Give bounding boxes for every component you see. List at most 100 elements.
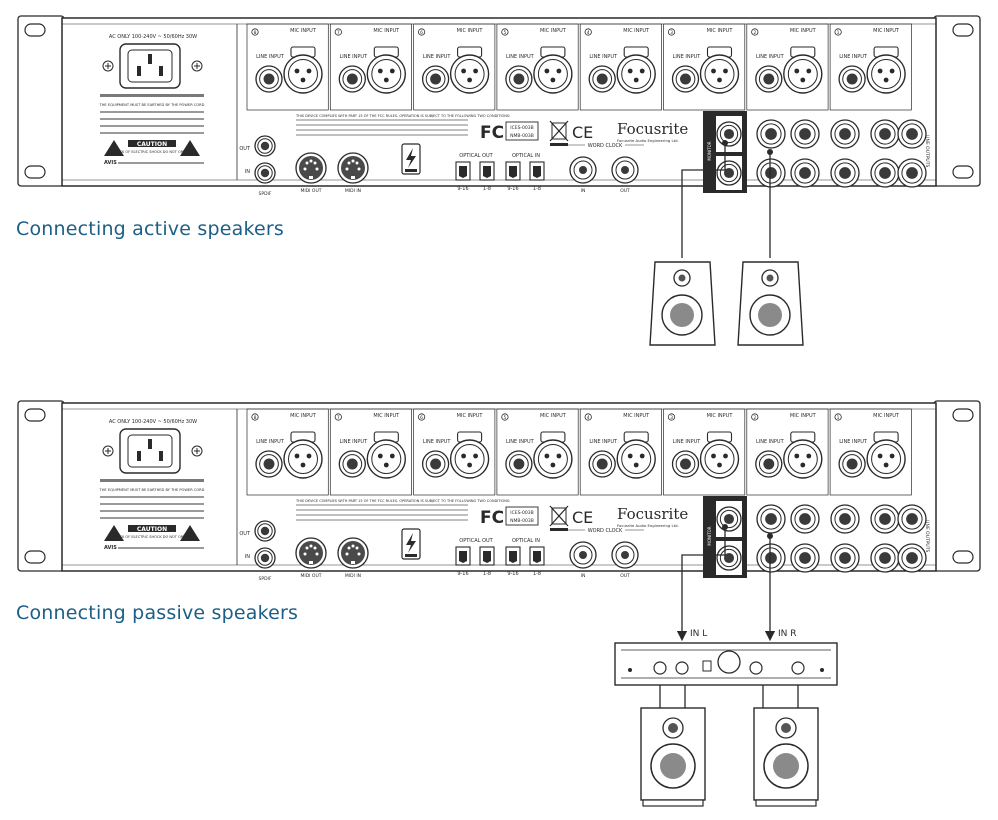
mic-input-label-4: MIC INPUT bbox=[540, 413, 567, 419]
ices-text: ICES-003B bbox=[510, 125, 533, 131]
optical-out-9-16-label: 9-16 bbox=[457, 186, 468, 192]
midi-in-port-key bbox=[351, 561, 355, 564]
thunderbolt-slot bbox=[405, 169, 417, 172]
midi-out-port-pin1 bbox=[315, 552, 319, 556]
midi-out-port-body bbox=[299, 541, 323, 565]
midi-in-port-pin1 bbox=[357, 167, 361, 171]
channel-number-badge-3 bbox=[417, 28, 426, 36]
mic-input-xlr-2-pin2 bbox=[389, 453, 395, 459]
channel-number-badge-3 bbox=[417, 413, 426, 421]
ac-rating-text: AC ONLY 100-240V ~ 50/60Hz 30W bbox=[109, 419, 197, 425]
midi-in-port-pin4 bbox=[351, 544, 355, 548]
mic-input-xlr-6-pin2 bbox=[723, 68, 728, 74]
optical-in-9-16-label: 9-16 bbox=[507, 571, 518, 577]
optical-in-9-16-inner bbox=[509, 166, 517, 178]
mic-input-xlr-7-inner bbox=[787, 444, 818, 474]
midi-out-label: MIDI OUT bbox=[300, 573, 321, 579]
line-outputs-label: LINE OUTPUTS bbox=[924, 520, 930, 553]
iec-pin-n bbox=[159, 451, 163, 461]
nmb-text: NMB-003B bbox=[510, 518, 534, 524]
midi-out-port-pin3 bbox=[313, 546, 317, 550]
line-output-top-4-hole bbox=[879, 128, 891, 140]
weee-bar bbox=[550, 528, 568, 531]
channel-number-badge-6 bbox=[667, 28, 676, 36]
midi-in-port-pin3 bbox=[355, 546, 359, 550]
rack-ear-right bbox=[933, 15, 981, 187]
rack-ear-left bbox=[17, 400, 65, 572]
mic-input-xlr-5-inner bbox=[621, 444, 652, 474]
midi-in-label: MIDI IN bbox=[345, 573, 361, 579]
focusrite-sub-text: Focusrite Audio Engineering Ltd. bbox=[617, 523, 679, 528]
rack-ear-right bbox=[933, 400, 981, 572]
spdif-in-jack-hole bbox=[260, 553, 270, 563]
mic-input-xlr-6-inner bbox=[704, 59, 735, 89]
spdif-out-jack-hole bbox=[260, 141, 270, 151]
mic-input-xlr-2-pin2 bbox=[389, 68, 395, 74]
focusrite-logo: Focusrite bbox=[617, 120, 688, 138]
line-output-top-1-hole bbox=[765, 513, 777, 525]
mic-input-label-8: MIC INPUT bbox=[873, 413, 900, 419]
fcc-text: THIS DEVICE COMPLIES WITH PART 15 OF THE… bbox=[295, 114, 510, 118]
line-input-jack-4-hole bbox=[513, 458, 525, 470]
mic-input-label-1: MIC INPUT bbox=[290, 28, 317, 34]
channel-number-2: 7 bbox=[337, 30, 340, 36]
fcc-text: THIS DEVICE COMPLIES WITH PART 15 OF THE… bbox=[295, 499, 510, 503]
mic-input-xlr-7-pin3 bbox=[800, 77, 806, 83]
fcc-logo: FC bbox=[480, 508, 504, 528]
mic-input-xlr-8-pin2 bbox=[889, 453, 895, 459]
mic-input-xlr-6-pin1 bbox=[711, 68, 716, 74]
mic-input-xlr-3-inner bbox=[454, 59, 485, 89]
iec-pin-l bbox=[137, 451, 141, 461]
line-output-top-1-hole bbox=[765, 128, 777, 140]
power-warning-text: THE EQUIPMENT MUST BE EARTHED BY THE POW… bbox=[99, 103, 205, 107]
line-output-top-2-hole bbox=[799, 513, 811, 525]
channel-number-7: 2 bbox=[753, 30, 756, 36]
channel-number-badge-8 bbox=[834, 413, 842, 421]
active-speakers-caption: Connecting active speakers bbox=[16, 218, 284, 240]
mic-input-xlr-5-pin3 bbox=[633, 462, 639, 468]
line-output-bottom-4-hole bbox=[879, 552, 891, 564]
line-input-jack-5-hole bbox=[596, 458, 608, 470]
thunderbolt-icon bbox=[406, 148, 416, 168]
passive-speaker-cables bbox=[676, 524, 776, 642]
spdif-label: SPDIF bbox=[259, 191, 272, 197]
word-clock-in-label: IN bbox=[581, 188, 586, 194]
monitor-label: MONITOR bbox=[707, 141, 712, 160]
mic-input-xlr-2-pin3 bbox=[383, 462, 389, 468]
caution-triangle-right bbox=[180, 140, 200, 156]
rack-slot-2 bbox=[952, 23, 974, 37]
caution-sub-text: RISK OF ELECTRIC SHOCK DO NOT OPEN bbox=[116, 535, 188, 539]
midi-out-port-pin3 bbox=[313, 161, 317, 165]
mic-input-xlr-1-pin2 bbox=[306, 453, 312, 459]
monitor-out-2-hole bbox=[723, 167, 735, 179]
mic-input-xlr-7-inner bbox=[787, 59, 818, 89]
line-output-bottom-3-hole bbox=[839, 167, 851, 179]
mic-input-xlr-4-pin3 bbox=[550, 462, 556, 468]
mic-input-xlr-8-pin2 bbox=[889, 68, 895, 74]
mic-input-xlr-6-pin3 bbox=[717, 462, 722, 468]
channel-number-5: 4 bbox=[587, 30, 590, 36]
power-warning-text: THE EQUIPMENT MUST BE EARTHED BY THE POW… bbox=[99, 488, 205, 492]
line-input-label-8: LINE INPUT bbox=[839, 439, 868, 445]
thunderbolt-icon bbox=[406, 533, 416, 553]
line-input-jack-6-hole bbox=[680, 73, 691, 85]
nmb-text: NMB-003B bbox=[510, 133, 534, 139]
inlet-bar bbox=[100, 479, 204, 482]
mic-input-label-7: MIC INPUT bbox=[790, 413, 817, 419]
midi-in-port-pin4 bbox=[351, 159, 355, 163]
mic-input-xlr-5-pin1 bbox=[627, 453, 633, 459]
line-input-jack-3-hole bbox=[430, 458, 442, 470]
caution-triangle-left bbox=[104, 525, 124, 541]
line-output-top-3-hole bbox=[839, 513, 851, 525]
word-clock-out-pin bbox=[621, 551, 629, 559]
channel-box-8 bbox=[829, 408, 912, 496]
channel-box-5 bbox=[579, 23, 662, 111]
passive-speakers-caption: Connecting passive speakers bbox=[16, 602, 299, 624]
midi-in-port-pin1 bbox=[357, 552, 361, 556]
mic-input-xlr-1-pin3 bbox=[300, 77, 306, 83]
midi-out-port-pin4 bbox=[309, 544, 313, 548]
caution-banner bbox=[128, 525, 176, 532]
channel-number-7: 2 bbox=[753, 415, 756, 421]
mic-input-xlr-3-pin3 bbox=[467, 77, 472, 83]
